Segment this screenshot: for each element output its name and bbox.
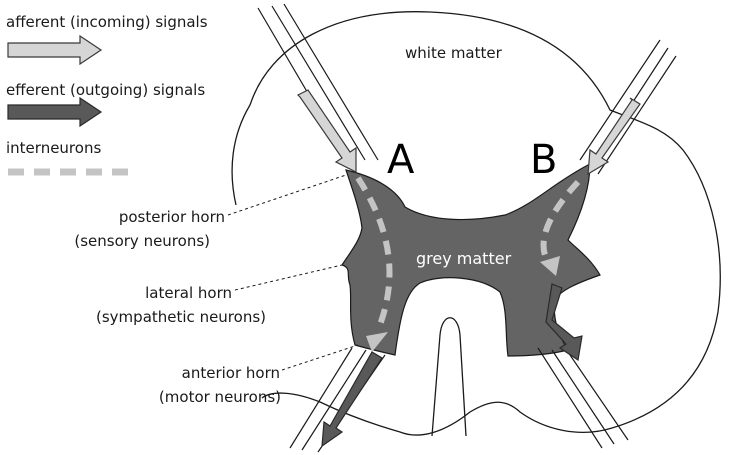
marker-b: B <box>530 137 557 183</box>
posterior-horn-callout-line <box>228 175 346 215</box>
anterior-horn-sublabel: (motor neurons) <box>159 388 281 406</box>
efferent-arrow-left <box>322 352 382 446</box>
grey-matter-label: grey matter <box>416 249 512 268</box>
posterior-horn-sublabel: (sensory neurons) <box>74 232 210 250</box>
legend-afferent-label: afferent (incoming) signals <box>6 13 208 31</box>
legend-afferent-arrow <box>8 36 101 64</box>
lateral-horn-callout-line <box>235 265 342 290</box>
legend-efferent-arrow <box>8 98 101 126</box>
lateral-horn-label: lateral horn <box>145 284 232 302</box>
lateral-horn-sublabel: (sympathetic neurons) <box>96 308 266 326</box>
legend-efferent-label: efferent (outgoing) signals <box>6 81 205 99</box>
legend-interneurons-label: interneurons <box>6 139 101 157</box>
dorsal-root-left <box>258 4 378 165</box>
anterior-horn-label: anterior horn <box>182 364 280 382</box>
posterior-horn-label: posterior horn <box>119 208 225 226</box>
white-matter-label: white matter <box>405 44 503 62</box>
marker-a: A <box>387 137 415 183</box>
